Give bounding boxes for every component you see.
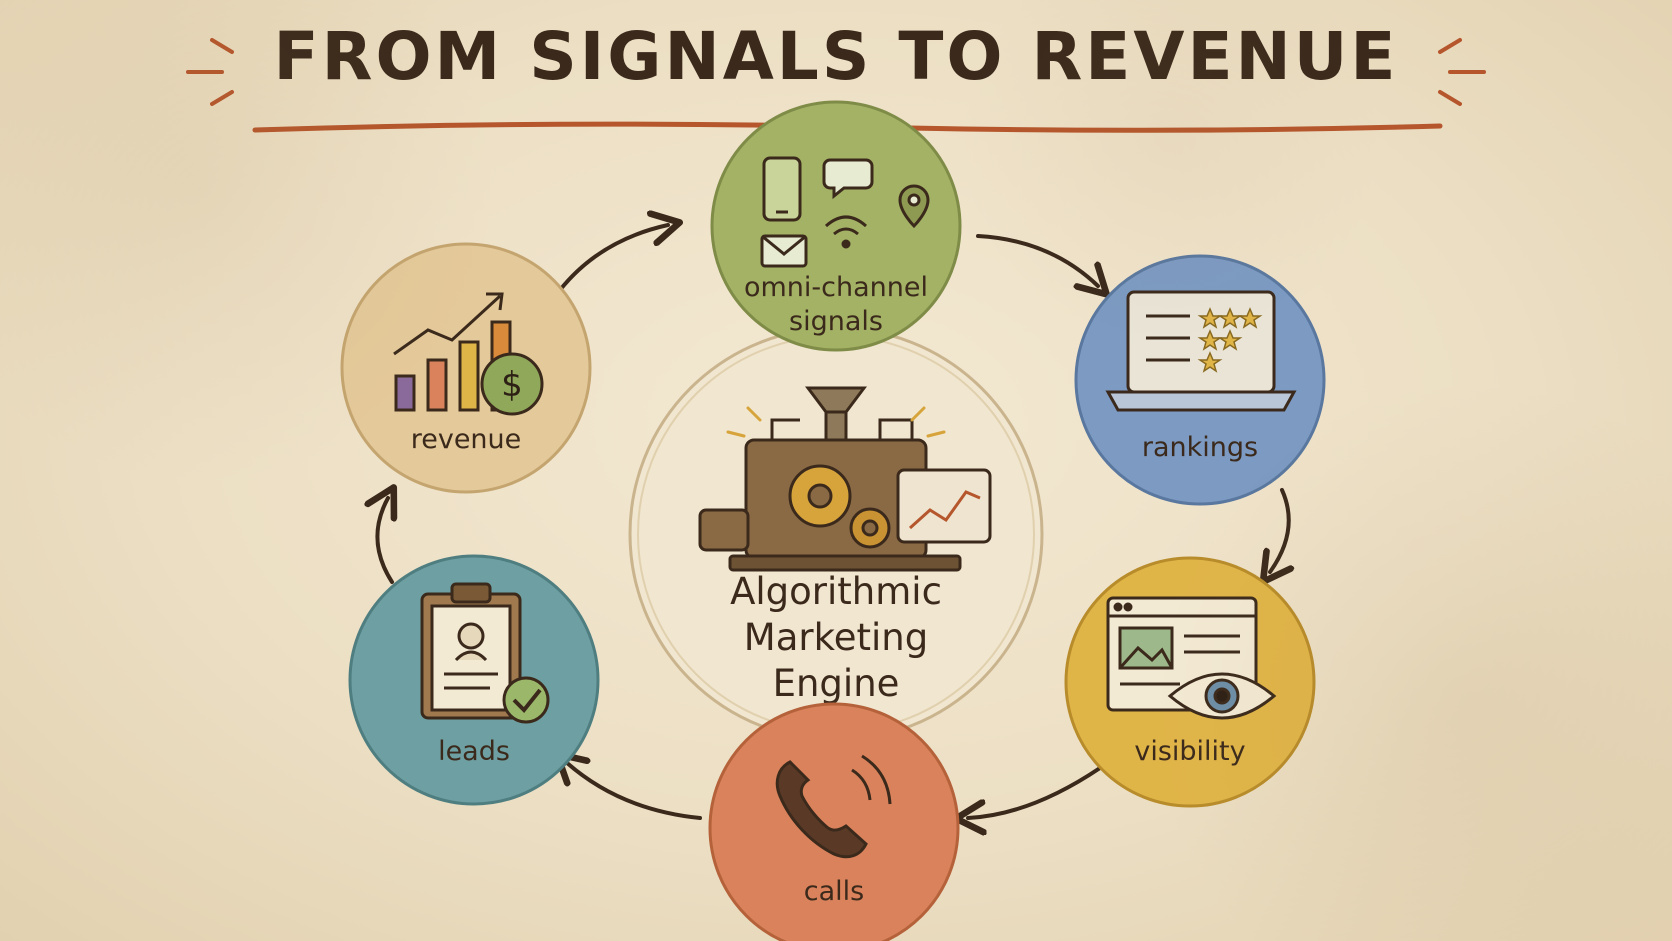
node-calls: calls: [708, 702, 960, 941]
chart-dollar-icon: $: [393, 292, 544, 416]
center-node: Algorithmic Marketing Engine: [628, 326, 1044, 742]
page-title: FROM SIGNALS TO REVENUE: [273, 18, 1399, 95]
arrow-rankings-to-visibility: [1270, 488, 1289, 572]
flow-arrows: [377, 225, 1288, 818]
node-rankings: rankings: [1074, 254, 1326, 506]
engine-sparks: [726, 406, 946, 438]
engine-machine-icon: [698, 386, 992, 572]
node-label-signals-line-1: omni-channel: [744, 272, 928, 303]
arrow-revenue-to-signals: [558, 225, 668, 292]
node-label-rankings: rankings: [1142, 432, 1258, 463]
arrow-leads-to-revenue: [377, 498, 392, 584]
node-label-calls: calls: [804, 876, 864, 907]
title-spark-right-icon: [1438, 38, 1486, 106]
center-label-line-3: Engine: [773, 662, 900, 705]
arrow-calls-to-leads: [566, 762, 702, 820]
title-spark-left-icon: [186, 38, 234, 106]
arrow-visibility-to-calls: [968, 766, 1102, 818]
node-label-visibility: visibility: [1134, 736, 1245, 767]
node-revenue: $ revenue: [340, 242, 592, 494]
laptop-stars-icon: [1105, 290, 1297, 412]
center-label-line-1: Algorithmic: [730, 570, 942, 613]
node-label-signals-line-2: signals: [789, 306, 883, 337]
phone-icon: [775, 754, 892, 859]
node-visibility: visibility: [1064, 556, 1316, 808]
node-signals: omni-channel signals: [710, 100, 962, 352]
center-label-line-2: Marketing: [744, 616, 928, 659]
node-label-leads: leads: [438, 736, 510, 767]
eye-webpage-icon: [1106, 596, 1277, 720]
svg-text:$: $: [501, 365, 523, 405]
node-leads: leads: [348, 554, 600, 806]
arrow-signals-to-rankings: [976, 234, 1098, 286]
devices-icon: [760, 156, 930, 268]
node-label-revenue: revenue: [411, 424, 522, 455]
clipboard-check-icon: [420, 582, 550, 724]
